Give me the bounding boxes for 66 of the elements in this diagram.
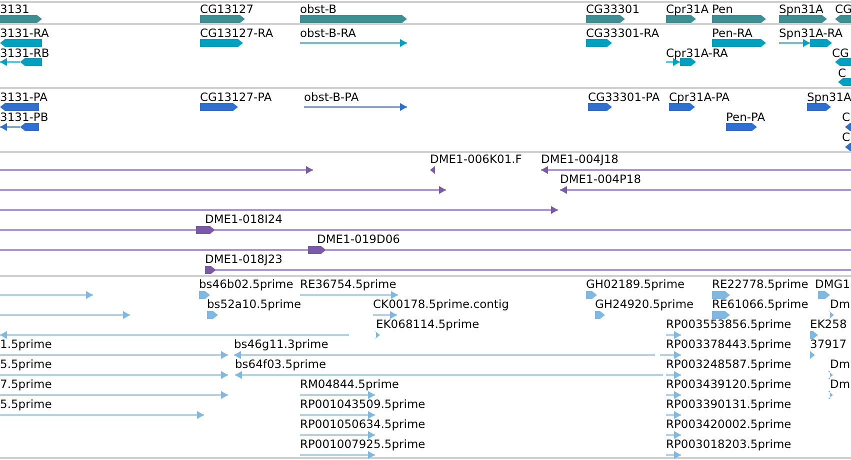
feature-label: RP003553856.5prime bbox=[666, 318, 792, 331]
feature-label: CG13127 bbox=[200, 3, 254, 16]
feature-label: 3131-PA bbox=[0, 91, 48, 104]
feature-label: Cpr31A-PA bbox=[669, 91, 730, 104]
feature-label: CG13127-PA bbox=[200, 91, 272, 104]
feature-label: CG13127-RA bbox=[200, 27, 274, 40]
feature-label: Spn31A bbox=[779, 3, 824, 16]
feature-label: DMG1 bbox=[815, 278, 850, 291]
feature-label: RP001007925.5prime bbox=[300, 438, 426, 451]
feature-label: EK068114.5prime bbox=[376, 318, 480, 331]
feature-label: 3131 bbox=[0, 3, 30, 16]
feature-label: 5.5prime bbox=[0, 358, 52, 371]
feature-label: DME1-019D06 bbox=[317, 233, 400, 246]
feature-label: RP003018203.5prime bbox=[666, 438, 792, 451]
feature-label: Pen-PA bbox=[726, 111, 766, 124]
feature-label: C bbox=[838, 67, 846, 80]
feature-label: RP003439120.5prime bbox=[666, 378, 792, 391]
feature-label: Pen bbox=[712, 3, 733, 16]
feature-label: 37917 bbox=[810, 338, 847, 351]
feature-label: CG bbox=[832, 47, 849, 60]
feature-label: CK00178.5prime.contig bbox=[373, 298, 509, 311]
feature-label: C bbox=[842, 131, 850, 144]
feature-label: 1.5prime bbox=[0, 338, 52, 351]
feature-label: DME1-004P18 bbox=[560, 173, 642, 186]
feature-label: 3131-RA bbox=[0, 27, 49, 40]
feature-label: obst-B-PA bbox=[304, 91, 359, 104]
feature-label: 3131-PB bbox=[0, 111, 48, 124]
feature-label: RP001050634.5prime bbox=[300, 418, 426, 431]
feature-label: DME1-018J23 bbox=[205, 253, 282, 266]
feature-label: CG33301-PA bbox=[588, 91, 660, 104]
feature-label: C bbox=[842, 111, 850, 124]
feature-label: obst-B bbox=[300, 3, 336, 16]
feature-label: RP001043509.5prime bbox=[300, 398, 426, 411]
feature-label: DME1-004J18 bbox=[541, 153, 618, 166]
feature-label: CG bbox=[835, 3, 851, 16]
feature-label: 5.5prime bbox=[0, 398, 52, 411]
feature-label: Dm bbox=[830, 358, 850, 371]
feature-label: RP003378443.5prime bbox=[666, 338, 792, 351]
feature-label: RE22778.5prime bbox=[712, 278, 808, 291]
feature-label: RM04844.5prime bbox=[300, 378, 399, 391]
feature-label: bs64f03.5prime bbox=[235, 358, 326, 371]
feature-label: Cpr31A-RA bbox=[666, 47, 728, 60]
feature-label: bs52a10.5prime bbox=[207, 298, 302, 311]
feature-label: RP003390131.5prime bbox=[666, 398, 792, 411]
feature-label: Spn31A-RA bbox=[779, 27, 843, 40]
feature-label: 3131-RB bbox=[0, 47, 50, 60]
feature-label: EK258 bbox=[810, 318, 847, 331]
feature-label: 7.5prime bbox=[0, 378, 52, 391]
feature-label: Cpr31A bbox=[666, 3, 709, 16]
feature-label: Spn31A bbox=[807, 91, 851, 104]
feature-label: Dm bbox=[830, 298, 850, 311]
feature-label: bs46b02.5prime bbox=[199, 278, 294, 291]
feature-label: CG33301 bbox=[586, 3, 640, 16]
feature-label: RE36754.5prime bbox=[300, 278, 396, 291]
feature-label: Pen-RA bbox=[712, 27, 752, 40]
feature-label: CG33301-RA bbox=[586, 27, 660, 40]
feature-label: Dm bbox=[830, 378, 850, 391]
feature-label: DME1-018I24 bbox=[205, 213, 282, 226]
feature-label: GH02189.5prime bbox=[586, 278, 685, 291]
feature-label: DME1-006K01.F bbox=[430, 153, 522, 166]
feature-label: obst-B-RA bbox=[300, 27, 356, 40]
feature-label: RE61066.5prime bbox=[712, 298, 808, 311]
feature-label: bs46g11.3prime bbox=[234, 338, 328, 351]
feature-label: GH24920.5prime bbox=[595, 298, 694, 311]
feature-label: RP003420002.5prime bbox=[666, 418, 792, 431]
feature-label: RP003248587.5prime bbox=[666, 358, 792, 371]
